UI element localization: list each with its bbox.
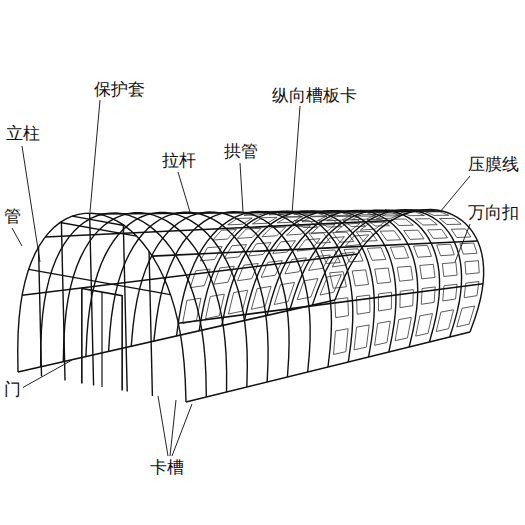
leader-line bbox=[158, 396, 168, 456]
greenhouse-frame bbox=[18, 210, 484, 402]
slot-panel bbox=[436, 310, 453, 332]
slot-panel bbox=[416, 314, 433, 336]
front-bar bbox=[60, 222, 136, 236]
door-split bbox=[101, 292, 102, 387]
arch-pipe bbox=[109, 212, 269, 382]
part-label: 拱管 bbox=[222, 142, 260, 161]
leader-line bbox=[292, 106, 300, 214]
door bbox=[82, 288, 122, 390]
front-post bbox=[39, 247, 42, 376]
leader-line bbox=[455, 224, 470, 262]
slot-panel bbox=[380, 231, 401, 240]
slot-panel bbox=[415, 219, 437, 225]
slot-panel bbox=[427, 230, 447, 239]
slot-panel bbox=[354, 325, 369, 350]
leader-line bbox=[172, 404, 192, 456]
leader-line bbox=[90, 100, 100, 212]
leader-lines bbox=[12, 100, 470, 456]
slot-panel bbox=[334, 329, 349, 355]
slot-panel bbox=[390, 247, 408, 259]
part-label: 万向扣 bbox=[466, 203, 521, 222]
slot-panel bbox=[465, 261, 479, 275]
front-post bbox=[90, 213, 94, 385]
arch-pipe bbox=[63, 213, 226, 392]
front-post bbox=[123, 225, 127, 392]
leader-line bbox=[178, 172, 190, 212]
part-label: 卡槽 bbox=[148, 458, 186, 477]
part-label: 拉杆 bbox=[160, 151, 198, 170]
arch-pipe bbox=[335, 210, 484, 332]
slot-panel bbox=[375, 268, 391, 284]
arch-pipe bbox=[267, 210, 418, 347]
part-label: 立柱 bbox=[4, 124, 42, 143]
slot-panel bbox=[442, 263, 457, 277]
arch-pipe bbox=[86, 213, 247, 387]
leader-line bbox=[12, 228, 22, 246]
part-label: 保护套 bbox=[92, 80, 147, 99]
slot-panel bbox=[397, 266, 413, 281]
leader-line bbox=[22, 360, 72, 388]
slot-panel bbox=[460, 243, 477, 254]
part-label: 门 bbox=[2, 380, 23, 399]
slot-panel bbox=[228, 290, 247, 314]
slot-panel bbox=[375, 321, 391, 345]
front-post bbox=[61, 222, 65, 381]
slot-panel bbox=[391, 219, 413, 225]
part-label: 压膜线 bbox=[466, 155, 521, 174]
slot-panel bbox=[404, 230, 424, 239]
leader-line bbox=[22, 146, 40, 262]
slot-panel bbox=[420, 264, 435, 279]
part-label: 管 bbox=[2, 207, 23, 226]
part-label: 纵向槽板卡 bbox=[270, 86, 359, 105]
arch-pipe bbox=[312, 210, 461, 337]
slot-panel bbox=[356, 231, 377, 241]
arch-pipe bbox=[244, 211, 395, 352]
slot-panel bbox=[352, 270, 368, 286]
arch-pipe bbox=[177, 211, 332, 367]
slot-panel bbox=[457, 306, 475, 327]
leader-line bbox=[240, 163, 243, 212]
arch-pipe bbox=[154, 212, 310, 372]
slot-panel bbox=[437, 244, 455, 255]
front-post bbox=[149, 251, 152, 396]
arch-pipe bbox=[290, 210, 440, 342]
slot-panel bbox=[414, 245, 432, 257]
slot-panel bbox=[367, 248, 386, 261]
slot-panel bbox=[439, 218, 461, 224]
front-bar bbox=[72, 216, 124, 225]
slot-panel bbox=[395, 317, 411, 340]
